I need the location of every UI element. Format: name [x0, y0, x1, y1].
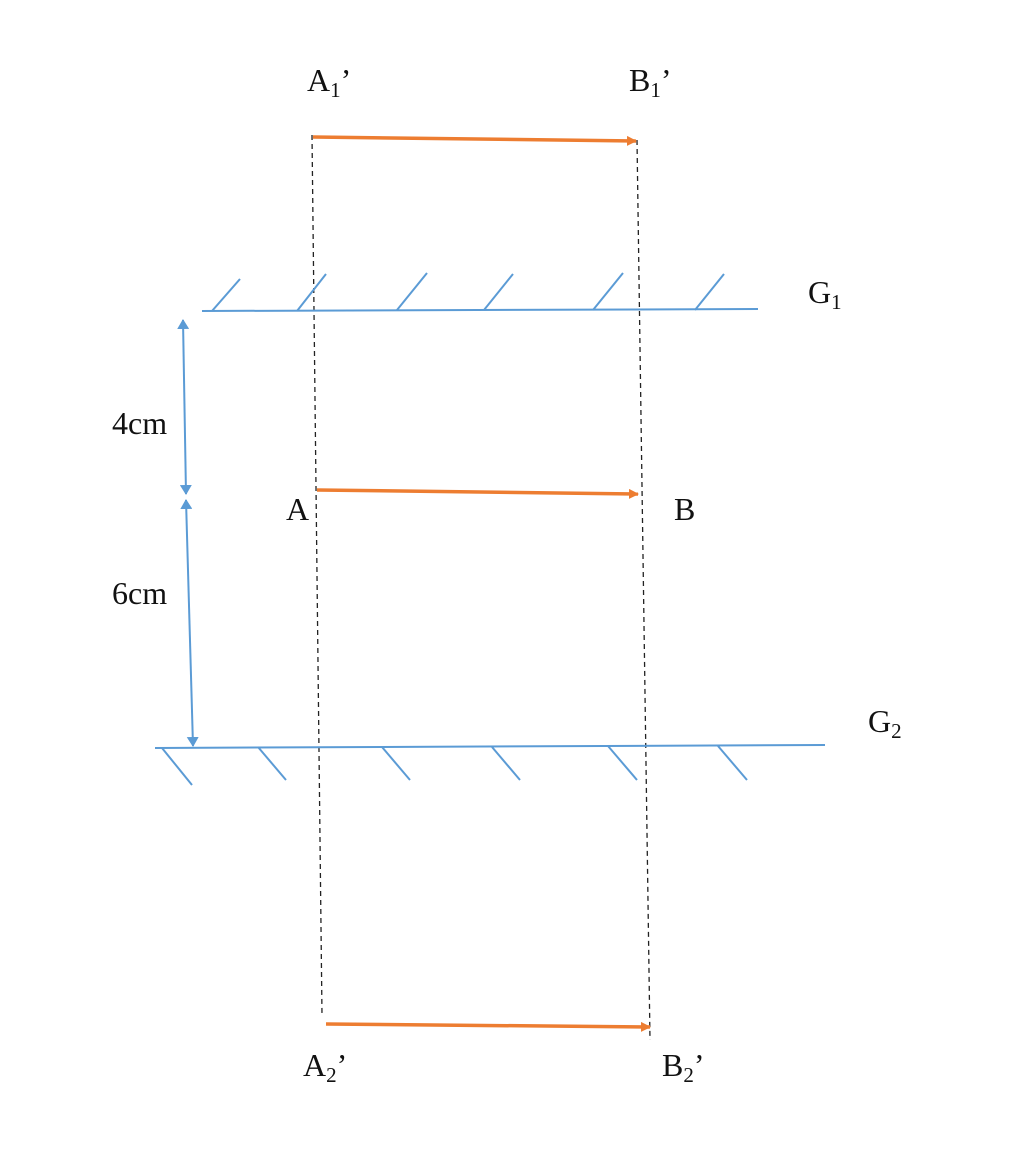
label-b: B: [674, 491, 695, 527]
label-a2-prime: A2’: [303, 1047, 347, 1087]
label-g2: G2: [868, 703, 902, 743]
distance-arrow-4cm: [177, 319, 192, 495]
dashed-line-left: [311, 134, 323, 1016]
object-arrow-ab: [316, 488, 639, 499]
label-b2-prime: B2’: [662, 1047, 705, 1087]
dashed-line-right: [636, 139, 651, 1041]
label-distance-4cm: 4cm: [112, 405, 167, 441]
label-g1: G1: [808, 274, 842, 314]
image-arrow-a2b2: [325, 1021, 651, 1032]
mirror-g2: [154, 744, 826, 786]
distance-arrow-6cm: [180, 499, 199, 747]
label-b1-prime: B1’: [629, 62, 672, 102]
mirror-g1: [201, 272, 759, 312]
label-a: A: [286, 491, 309, 527]
label-distance-6cm: 6cm: [112, 575, 167, 611]
image-arrow-a1b1: [312, 135, 637, 146]
label-a1-prime: A1’: [307, 62, 351, 102]
